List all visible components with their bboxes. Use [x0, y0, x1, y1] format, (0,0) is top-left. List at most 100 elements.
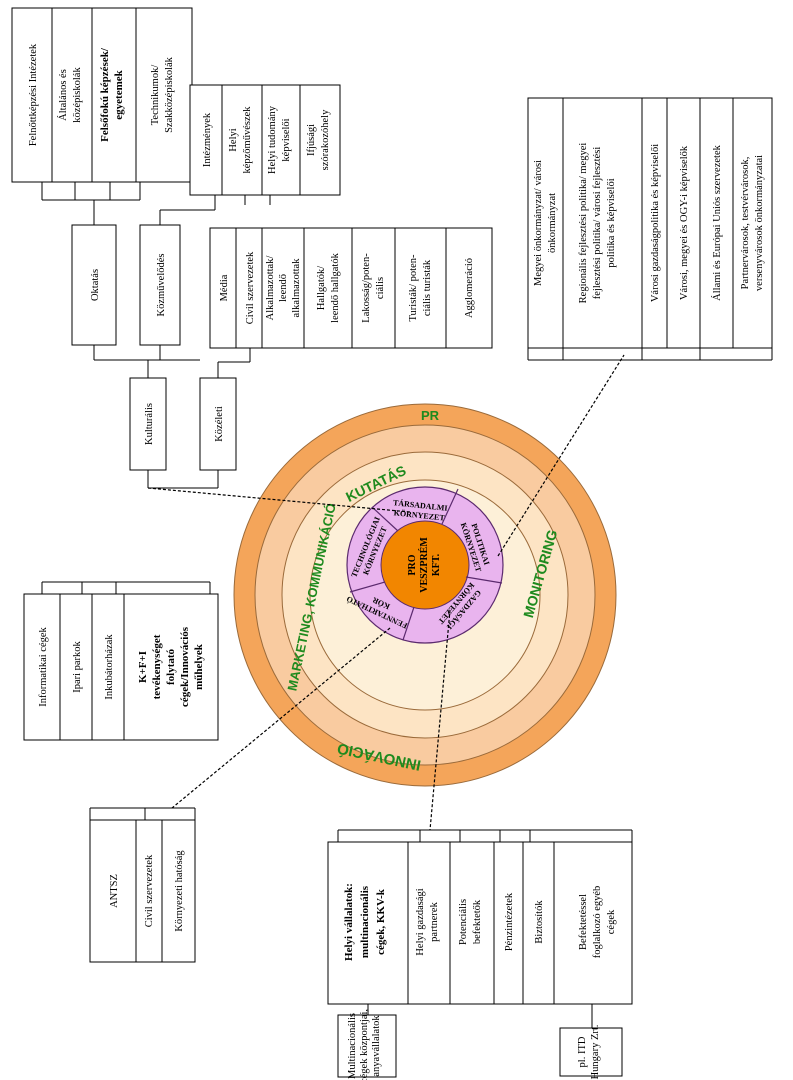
- oktatas-item-4: Technikumok/ Szakközépiskolák: [150, 56, 175, 133]
- svg-text:Lakosság/poten-: Lakosság/poten-: [361, 253, 372, 323]
- kozmuvelodes-items-box: Intézmények Helyi képzőművészek Helyi tu…: [189, 84, 341, 196]
- svg-text:ciális: ciális: [375, 277, 386, 299]
- svg-text:Helyi vállalatok:: Helyi vállalatok:: [343, 883, 355, 961]
- svg-text:Technikumok/: Technikumok/: [150, 65, 161, 126]
- kozeleti-item-1: Média: [219, 274, 230, 301]
- svg-text:pl. ITD: pl. ITD: [577, 1036, 588, 1067]
- svg-text:cégek/Innovációs: cégek/Innovációs: [179, 626, 191, 707]
- technologiai-item-4: K+F+I tevékenységet folytató cégek/Innov…: [137, 626, 205, 707]
- oktatas-box: Oktatás: [71, 224, 117, 346]
- kozmuvelodes-box: Közművelődés: [139, 224, 181, 346]
- svg-text:Hallgatók/: Hallgatók/: [316, 266, 327, 310]
- svg-text:Helyi: Helyi: [228, 128, 239, 151]
- kozeleti-item-7: Agglomeráció: [464, 258, 475, 318]
- svg-text:Közéleti: Közéleti: [214, 406, 225, 442]
- politikai-item-4: Városi, megyei és OGY-i képviselők: [679, 145, 690, 300]
- gazdasagi-item-6: Befektetéssel foglalkozó egyéb cégek: [578, 886, 617, 959]
- svg-text:Felsőfokú képzések/: Felsőfokú képzések/: [99, 47, 111, 142]
- svg-text:Potenciális: Potenciális: [458, 899, 469, 945]
- politikai-item-5: Állami és Európai Uniós szervezetek: [711, 144, 723, 300]
- svg-text:politika és képviselői: politika és képviselői: [606, 178, 617, 267]
- svg-text:foglalkozó egyéb: foglalkozó egyéb: [592, 886, 603, 959]
- kozeleti-item-5: Lakosság/poten- ciális: [361, 253, 386, 323]
- politikai-item-3: Városi gazdaságpolitika és képviselői: [650, 144, 661, 302]
- politikai-item-1: Megyei önkormányzat/ városi önkormányzat: [533, 160, 558, 286]
- svg-text:cégek: cégek: [606, 909, 617, 934]
- svg-text:leendő hallgatók: leendő hallgatók: [330, 252, 341, 322]
- kornyezeti-item-3: Környezeti hatóság: [174, 850, 185, 932]
- svg-text:Helyi tudomány: Helyi tudomány: [267, 105, 278, 174]
- politikai-item-6: Partnervárosok, testvérvárosok, versenyv…: [740, 155, 765, 291]
- kozeleti-item-3: Alkalmazottak/ leendő alkalmazottak: [265, 256, 302, 321]
- gazdasagi-item-2: Helyi gazdasági partnerek: [415, 888, 440, 955]
- gazdasagi-item-3: Potenciális befektetők: [458, 899, 483, 945]
- ring-label-pr: PR: [421, 408, 440, 423]
- kozeleti-item-4: Hallgatók/ leendő hallgatók: [316, 252, 341, 322]
- politikai-items-box: Megyei önkormányzat/ városi önkormányzat…: [527, 97, 773, 361]
- gazdasagi-item-4: Pénzintézetek: [504, 892, 515, 951]
- kozeleti-items-box: Média Civil szervezetek Alkalmazottak/ l…: [209, 227, 493, 349]
- gazdasagi-items-box: Helyi vállalatok: multinacionális cégek,…: [327, 829, 633, 1005]
- svg-text:fejlesztési politika/ városi f: fejlesztési politika/ városi fejlesztési: [592, 147, 603, 300]
- technologiai-item-1: Informatikai cégek: [38, 626, 49, 706]
- itd-box: pl. ITD Hungary Zrt.: [559, 1025, 623, 1079]
- svg-text:partnerek: partnerek: [429, 901, 440, 941]
- svg-text:műhelyek: műhelyek: [193, 643, 205, 690]
- svg-text:VESZPRÉM: VESZPRÉM: [418, 537, 430, 593]
- oktatas-item-2: Általános és középiskolák: [57, 67, 83, 123]
- svg-text:Regionális fejlesztési politik: Regionális fejlesztési politika/ megyei: [578, 143, 589, 304]
- svg-text:Oktatás: Oktatás: [90, 269, 101, 301]
- multi-box: Multinacionális cégek központjai, anyavá…: [337, 1009, 397, 1080]
- kozmuvelodes-item-3: Helyi tudomány képviselői: [267, 105, 292, 174]
- kozmuvelodes-item-1: Intézmények: [202, 112, 213, 167]
- svg-text:képviselői: képviselői: [281, 118, 292, 161]
- kozeleti-item-6: Turisták/ poten- ciális turisták: [408, 254, 433, 321]
- svg-text:KFT.: KFT.: [431, 553, 442, 576]
- kozmuvelodes-item-4: Ifjúsági szórakozóhely: [306, 109, 331, 170]
- svg-text:folytató: folytató: [165, 648, 177, 685]
- technologiai-item-2: Ipari parkok: [72, 640, 83, 692]
- svg-text:cégek központjai,: cégek központjai,: [359, 1009, 370, 1080]
- svg-text:befektetők: befektetők: [472, 899, 483, 944]
- svg-text:egyetemek: egyetemek: [113, 69, 125, 119]
- svg-text:Ifjúsági: Ifjúsági: [306, 124, 317, 156]
- politikai-item-2: Regionális fejlesztési politika/ megyei …: [578, 143, 617, 304]
- svg-text:képzőművészek: képzőművészek: [242, 106, 253, 174]
- gazdasagi-item-5: Biztosítók: [534, 900, 545, 944]
- kulturalis-box: Kulturális: [129, 377, 167, 471]
- kornyezeti-items-box: ANTSZ Civil szervezetek Környezeti hatós…: [89, 807, 196, 963]
- svg-text:Helyi gazdasági: Helyi gazdasági: [415, 888, 426, 955]
- svg-text:PRO: PRO: [407, 554, 418, 575]
- svg-text:Közművelődés: Közművelődés: [156, 254, 167, 317]
- svg-text:ciális turisták: ciális turisták: [422, 259, 433, 316]
- bottom-connectors: [367, 1004, 593, 1028]
- svg-text:Alkalmazottak/: Alkalmazottak/: [265, 256, 276, 321]
- svg-text:Megyei önkormányzat/ városi: Megyei önkormányzat/ városi: [533, 160, 544, 286]
- dashed-connectors: [147, 354, 625, 831]
- oktatas-item-1: Felnőttképzési Intézetek: [28, 43, 39, 146]
- svg-text:Szakközépiskolák: Szakközépiskolák: [164, 56, 175, 133]
- core-circle: [380, 520, 470, 610]
- oktatas-items-box: Felnőttképzési Intézetek Általános és kö…: [11, 7, 193, 183]
- gazdasagi-item-1: Helyi vállalatok: multinacionális cégek,…: [343, 883, 387, 961]
- kozmuvelodes-item-2: Helyi képzőművészek: [228, 106, 253, 174]
- svg-text:K+F+I: K+F+I: [137, 651, 149, 683]
- svg-text:Kulturális: Kulturális: [144, 403, 155, 445]
- svg-text:Turisták/ poten-: Turisták/ poten-: [408, 254, 419, 321]
- kozeleti-item-2: Civil szervezetek: [245, 251, 256, 324]
- kornyezeti-item-2: Civil szervezetek: [144, 854, 155, 927]
- svg-text:Multinacionális: Multinacionális: [347, 1013, 358, 1079]
- kornyezeti-item-1: ANTSZ: [109, 874, 120, 908]
- svg-text:tevékenységet: tevékenységet: [151, 634, 163, 699]
- svg-text:multinacionális: multinacionális: [359, 885, 371, 958]
- svg-text:Befektetéssel: Befektetéssel: [578, 894, 589, 950]
- svg-text:Partnervárosok, testvérvárosok: Partnervárosok, testvérvárosok,: [740, 157, 751, 290]
- technologiai-items-box: Informatikai cégek Ipari parkok Inkubáto…: [23, 581, 219, 741]
- technologiai-item-3: Inkubátorházak: [104, 634, 115, 700]
- svg-text:középiskolák: középiskolák: [72, 67, 83, 123]
- sector-dividers: [349, 488, 503, 641]
- svg-text:Általános és: Általános és: [57, 69, 69, 121]
- oktatas-item-3: Felsőfokú képzések/ egyetemek: [99, 47, 125, 142]
- svg-text:alkalmazottak: alkalmazottak: [291, 258, 302, 318]
